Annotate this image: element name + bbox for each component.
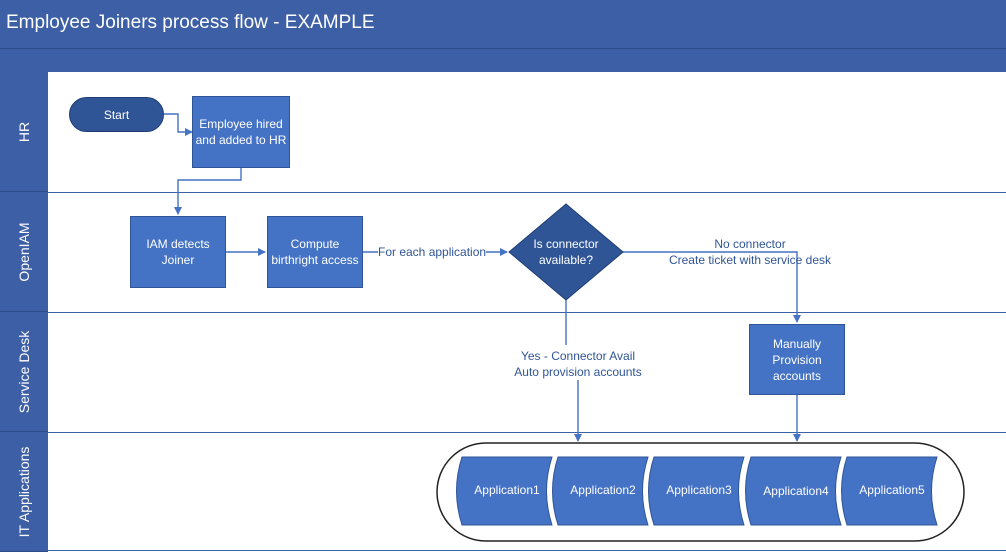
edge-label-no-connector: No connector Create ticket with service …	[668, 237, 832, 267]
lane-header-hr: HR	[0, 72, 48, 192]
lane-header-service-desk: Service Desk	[0, 312, 48, 432]
application-shape	[745, 456, 842, 526]
application-shape	[552, 456, 649, 526]
lane-header-it-applications: IT Applications	[0, 432, 48, 552]
application-shape	[648, 456, 745, 526]
decision-diamond	[508, 203, 624, 301]
connector-start-to-hired	[164, 113, 193, 136]
connector-hired-to-iam	[174, 168, 242, 215]
application-label: Application5	[859, 483, 925, 497]
connector-decision-to-manual	[621, 251, 801, 323]
application-label: Application1	[474, 483, 540, 497]
title-bar: Employee Joiners process flow - EXAMPLE	[0, 0, 1006, 48]
application-shape	[456, 456, 553, 526]
edge-label-yes-connector: Yes - Connector Avail Auto provision acc…	[500, 348, 656, 380]
application-label: Application4	[763, 484, 829, 498]
start-node: Start	[69, 97, 164, 132]
lane-separator	[48, 550, 1006, 551]
compute-access-node: Compute birthright access	[267, 216, 363, 288]
lane-separator	[48, 432, 1006, 433]
lane-header-openiam: OpenIAM	[0, 192, 48, 312]
diagram-title: Employee Joiners process flow - EXAMPLE	[6, 12, 375, 33]
application-label: Application3	[666, 483, 732, 497]
lane-separator	[48, 192, 1006, 193]
connector-decision-to-apps	[565, 300, 578, 441]
lane-separator	[48, 312, 1006, 313]
manual-provision-node: Manually Provision accounts	[749, 324, 845, 395]
application-label: Application2	[570, 483, 636, 497]
iam-detects-node: IAM detects Joiner	[130, 216, 226, 288]
decision-label: Is connector available?	[533, 237, 599, 267]
lane-header-bar	[0, 48, 1006, 72]
edge-label-for-each: For each application	[378, 244, 487, 260]
employee-hired-node: Employee hired and added to HR	[192, 96, 290, 168]
application-shape	[841, 456, 938, 526]
